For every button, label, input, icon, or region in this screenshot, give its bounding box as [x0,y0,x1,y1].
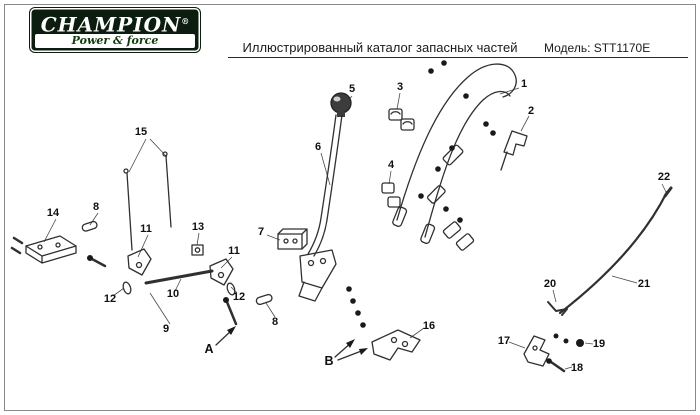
part-12-washer-right [226,282,236,296]
part-18-bolt [546,358,564,371]
part-16-depth-bracket [372,330,420,360]
part-8-spacer-right [255,294,272,306]
registered-trademark: ® [181,16,190,26]
leader-lines [44,88,666,369]
part-5-knob [331,93,351,117]
part-11-clamp-right [210,259,233,285]
page-title: Иллюстрированный каталог запасных частей [242,40,518,55]
part-14-mount-plate [12,236,76,263]
model-label: Модель: STT1170E [544,41,651,55]
part-17-bracket [524,336,549,366]
assembly-arrows [216,326,368,360]
small-fasteners [346,60,569,344]
part-6-shift-lever [299,115,342,301]
part-10-link-rod [146,271,212,283]
part-9-bolt [223,297,236,324]
part-19-nut [576,339,584,347]
part-8-spacer-left [81,221,97,232]
part-12-washer-left [122,281,132,295]
part-2-bracket [501,131,527,170]
part-22-rod-end [665,188,671,196]
part-4-clamps [382,183,400,207]
brand-text: CHAMPION [40,12,182,37]
part-1-handlebar [392,64,516,251]
part-11-clamp-left [128,249,151,275]
mount-bolt-left [87,255,105,266]
part-15-tension-rods [124,152,171,250]
header-divider [228,57,688,58]
brand-tagline: Power & force [35,34,195,48]
part-13-nut [192,245,203,255]
part-7-switch-box [278,229,307,249]
part-3-clamps [389,109,414,130]
part-20-hook [548,302,567,315]
brand-name: CHAMPION® [30,8,200,38]
part-21-control-rod [560,192,667,313]
champion-logo: CHAMPION® Power & force [30,8,200,52]
